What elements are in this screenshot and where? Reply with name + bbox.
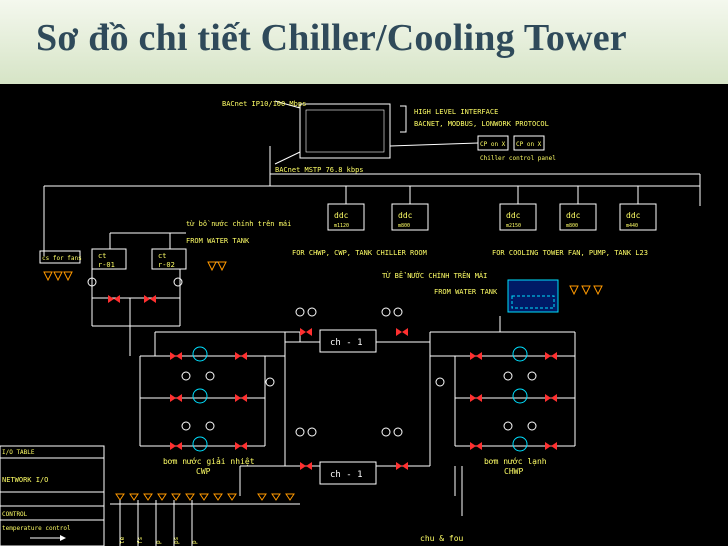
svg-text:m1120: m1120: [334, 223, 349, 229]
chiller-1: ch - 1: [319, 329, 377, 353]
svg-text:m800: m800: [566, 223, 578, 229]
chws-label: chu & fou: [420, 534, 464, 543]
title-bar: Sơ đồ chi tiết Chiller/Cooling Tower: [0, 0, 728, 84]
svg-text:p: p: [191, 540, 198, 544]
ddc-group-right: FOR COOLING TOWER FAN, PUMP, TANK L23: [492, 249, 648, 257]
cwp-pumps: [192, 346, 208, 452]
svg-text:r-01: r-01: [98, 261, 115, 269]
network-router: [299, 103, 391, 159]
chwp-label-vn: bơm nước lạnh: [484, 456, 547, 466]
ddc-controller-5: ddc m440: [619, 203, 657, 231]
ddc-drops: [345, 186, 639, 204]
io-row-temp: temperature control: [2, 525, 71, 532]
svg-text:m800: m800: [398, 223, 410, 229]
svg-text:r-02: r-02: [158, 261, 175, 269]
chiller-2: ch - 1: [319, 461, 377, 485]
chiller-panel-label: Chiller control panel: [480, 155, 556, 162]
slide-title: Sơ đồ chi tiết Chiller/Cooling Tower: [36, 17, 627, 59]
fans-panel: cs for fans: [39, 250, 82, 282]
svg-text:fs: fs: [137, 536, 144, 544]
water-tank-left-vn: từ bồ nước chính trên mái: [186, 220, 291, 228]
io-row-network: NETWORK I/O: [2, 476, 48, 484]
svg-text:cs for fans: cs for fans: [42, 255, 82, 262]
io-row-control: CONTROL: [2, 511, 28, 518]
svg-text:ddc: ddc: [566, 211, 581, 220]
svg-text:p: p: [155, 540, 162, 544]
svg-text:ct: ct: [98, 252, 106, 260]
sensor-columns: te fs p ps p: [110, 493, 300, 546]
cp-right-label: CP on X: [516, 141, 542, 148]
water-tank-right-en: FROM WATER TANK: [434, 288, 498, 296]
ddc-group-left: FOR CHWP, CWP, TANK CHILLER ROOM: [292, 249, 427, 257]
right-water-tank: [507, 279, 559, 313]
cad-drawing: BACnet IP10/100 Mbps BACnet MSTP 76.8 kb…: [0, 86, 728, 546]
interface-line1: HIGH LEVEL INTERFACE: [414, 108, 498, 116]
instrument-bubbles: [87, 277, 537, 437]
ddc-controller-4: ddc m800: [559, 203, 597, 231]
chwp-pumps: [512, 346, 528, 452]
svg-text:ps: ps: [173, 536, 180, 544]
cwp-label: CWP: [196, 467, 211, 476]
water-tank-right-vn: TỪ BỂ NƯỚC CHÍNH TRÊN MÁI: [382, 271, 487, 280]
water-tank-left-en: FROM WATER TANK: [186, 237, 250, 245]
bottom-bus-label: BACnet MSTP 76.8 kbps: [275, 166, 364, 174]
io-table-title: I/O TABLE: [2, 449, 35, 456]
ddc-controller-2: ddc m800: [391, 203, 429, 231]
cp-left-label: CP on X: [480, 141, 506, 148]
svg-text:ddc: ddc: [398, 211, 413, 220]
svg-text:te: te: [119, 536, 126, 544]
svg-text:ct: ct: [158, 252, 166, 260]
interface-line2: BACNET, MODBUS, LONWORK PROTOCOL: [414, 120, 549, 128]
tank-signal-markers: [207, 261, 603, 296]
svg-text:m440: m440: [626, 223, 638, 229]
cwp-label-vn: bơm nước giải nhiệt: [163, 456, 255, 466]
ddc-controller-3: ddc m2150: [499, 203, 537, 231]
tank-block-2: ct r-02: [151, 248, 187, 270]
left-piping: [91, 232, 225, 356]
svg-text:ch - 1: ch - 1: [330, 338, 363, 348]
valves: [108, 295, 557, 470]
router-board: [305, 109, 385, 153]
chwp-label: CHWP: [504, 467, 523, 476]
cp-box-right: [513, 135, 545, 151]
io-table: I/O TABLE NETWORK I/O CONTROL temperatur…: [0, 445, 105, 546]
svg-text:ch - 1: ch - 1: [330, 470, 363, 480]
network-section: [43, 100, 701, 256]
svg-text:ddc: ddc: [334, 211, 349, 220]
top-bus-label: BACnet IP10/100 Mbps: [222, 100, 306, 108]
ddc-controller-1: ddc m1120: [327, 203, 365, 231]
svg-text:m2150: m2150: [506, 223, 521, 229]
tank-block-1: ct r-01: [91, 248, 127, 270]
svg-text:ddc: ddc: [506, 211, 521, 220]
svg-text:ddc: ddc: [626, 211, 641, 220]
schematic-svg: BACnet IP10/100 Mbps BACnet MSTP 76.8 kb…: [0, 100, 701, 546]
network-labels: BACnet IP10/100 Mbps BACnet MSTP 76.8 kb…: [222, 100, 556, 174]
